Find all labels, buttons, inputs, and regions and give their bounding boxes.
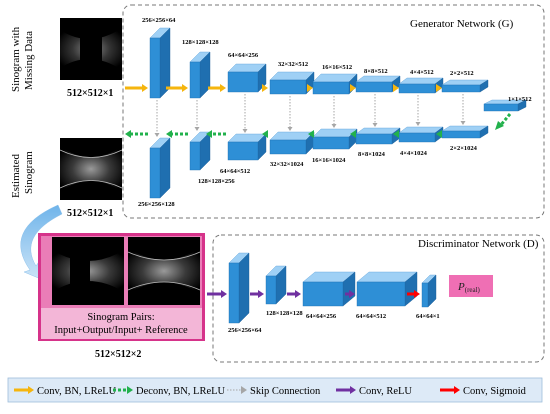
discriminator-label-3: 64×64×256: [306, 313, 337, 320]
decoder-arrow-2: [166, 130, 188, 138]
discriminator-box: [212, 234, 545, 363]
decoder-label-3: 64×64×512: [220, 168, 250, 175]
skip-connection-7: [415, 95, 421, 126]
skip-connection-2: [194, 100, 200, 131]
decoder-arrow-6: [350, 130, 356, 138]
sinogram-pairs-panel: [38, 233, 205, 341]
decoder-block-5: [312, 128, 358, 150]
encoder-arrow-6: [350, 84, 356, 92]
discriminator-arrow-5: [407, 290, 420, 298]
input-sinogram-label-line2: Missing Data: [23, 31, 35, 90]
decoder-label-5: 16×16×1024: [312, 157, 346, 164]
encoder-arrow-8: [436, 84, 442, 92]
decoder-block-7: [398, 126, 444, 143]
discriminator-block-2: [265, 265, 287, 305]
decoder-block-6: [355, 127, 401, 145]
discriminator-label-4: 64×64×512: [356, 313, 386, 320]
p-real-box: [449, 275, 493, 297]
generator-title: Generator Network (G): [410, 18, 514, 30]
discriminator-arrow-1: [207, 290, 227, 298]
discriminator-label-1: 256×256×64: [228, 327, 262, 334]
generator-box: [122, 4, 545, 219]
encoder-arrow-2: [166, 84, 188, 92]
decoder-label-7: 4×4×1024: [400, 150, 428, 157]
encoder-arrow-3: [208, 84, 226, 92]
encoder-block-4: [269, 71, 315, 95]
decoder-block-2: [189, 131, 211, 171]
decoder-arrow-5: [308, 130, 314, 138]
discriminator-label-5: 64×64×1: [416, 313, 440, 320]
decoder-arrow-8: [436, 130, 442, 138]
legend-label-5: Conv, Sigmoid: [463, 386, 527, 397]
input-sinogram-label-line1: Sinogram with: [10, 26, 22, 92]
encoder-label-9: 1×1×512: [508, 96, 532, 103]
discriminator-arrow-3: [287, 290, 301, 298]
encoder-label-2: 128×128×128: [182, 39, 219, 46]
encoder-label-5: 16×16×512: [322, 64, 352, 71]
output-sinogram-label-line2: Sinogram: [23, 151, 35, 194]
discriminator-block-4: [356, 271, 418, 307]
encoder-label-6: 8×8×512: [364, 68, 388, 75]
pairs-size-label: 512×512×2: [95, 349, 141, 360]
decoder-arrow-4: [262, 130, 268, 138]
decoder-label-2: 128×128×256: [198, 178, 235, 185]
decoder-block-8: [441, 125, 489, 139]
encoder-arrow-1: [125, 84, 148, 92]
discriminator-block-1: [228, 252, 250, 324]
decoder-arrow-1: [125, 130, 148, 138]
pairs-subtitle: Input+Output/Input+ Reference: [54, 325, 188, 336]
input-size-label: 512×512×1: [67, 88, 113, 99]
encoder-arrow-5: [307, 84, 313, 92]
legend-item-4: Conv, ReLU: [336, 386, 412, 397]
encoder-label-7: 4×4×512: [410, 69, 434, 76]
encoder-label-3: 64×64×256: [228, 52, 259, 59]
encoder-label-1: 256×256×64: [142, 17, 176, 24]
encoder-block-8: [441, 79, 489, 93]
output-size-label: 512×512×1: [67, 208, 113, 219]
decoder-block-1: [149, 137, 171, 199]
decoder-arrow-3: [206, 130, 226, 138]
discriminator-label-2: 128×128×128: [266, 310, 303, 317]
legend-item-5: Conv, Sigmoid: [440, 386, 527, 397]
legend-label-3: Skip Connection: [250, 386, 321, 397]
legend-item-1: Conv, BN, LReLU: [14, 386, 117, 397]
skip-connection-3: [242, 94, 248, 133]
legend-label-1: Conv, BN, LReLU: [37, 386, 117, 397]
encoder-label-8: 2×2×512: [450, 70, 474, 77]
decoder-block-4: [269, 131, 315, 155]
encoder-block-2: [189, 51, 211, 99]
discriminator-arrow-4: [345, 290, 355, 298]
output-sinogram-label-line1: Estimated: [10, 154, 22, 198]
legend-item-2: Deconv, BN, LReLU: [113, 386, 226, 397]
p-real-label: P(real): [457, 281, 481, 294]
discriminator-block-5: [421, 274, 437, 308]
legend-item-3: Skip Connection: [227, 386, 321, 397]
input-sinogram-image: [60, 18, 122, 80]
legend-label-2: Deconv, BN, LReLU: [136, 386, 226, 397]
encoder-block-9: [483, 99, 527, 112]
skip-connection-4: [287, 96, 293, 131]
skip-connection-5: [331, 96, 337, 128]
encoder-arrow-4: [262, 84, 268, 92]
bottleneck-arrow: [498, 113, 512, 127]
decoder-arrow-7: [393, 130, 399, 138]
decoder-label-8: 2×2×1024: [450, 145, 478, 152]
decoder-label-1: 256×256×128: [138, 201, 175, 208]
decoder-block-3: [227, 133, 267, 161]
skip-connection-1: [154, 100, 160, 137]
discriminator-block-3: [302, 271, 356, 307]
decoder-label-4: 32×32×1024: [270, 161, 304, 168]
estimated-sinogram-image: [59, 138, 123, 200]
legend-label-4: Conv, ReLU: [359, 386, 412, 397]
discriminator-arrow-2: [250, 290, 264, 298]
encoder-arrow-7: [393, 84, 399, 92]
discriminator-title: Discriminator Network (D): [418, 238, 539, 250]
decoder-label-6: 8×8×1024: [358, 151, 386, 158]
encoder-label-4: 32×32×512: [278, 61, 308, 68]
encoder-block-3: [227, 63, 267, 93]
skip-connection-8: [460, 94, 466, 125]
skip-connection-6: [372, 94, 378, 127]
pairs-title: Sinogram Pairs:: [87, 312, 154, 323]
